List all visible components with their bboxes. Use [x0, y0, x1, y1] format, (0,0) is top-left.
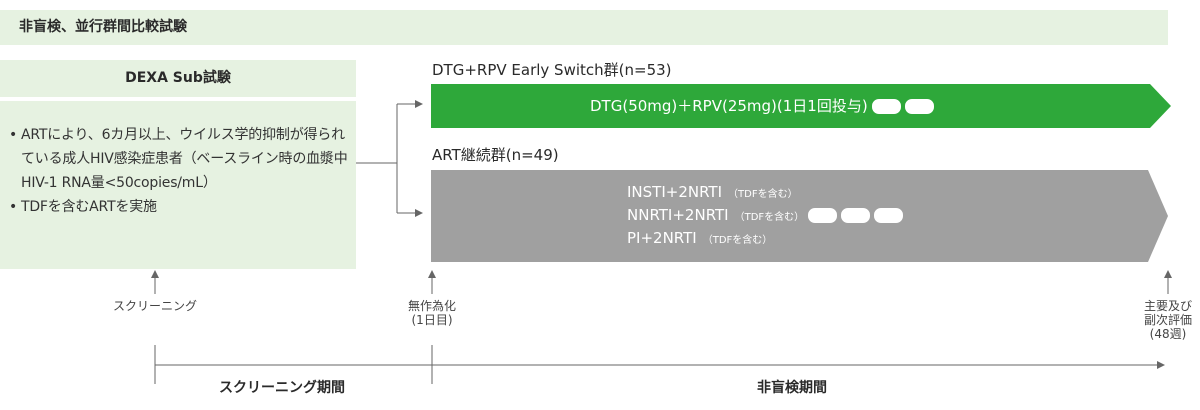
regimen-note: （TDFを含む） [702, 235, 773, 246]
regimen-row: PI+2NRTI （TDFを含む） [627, 228, 903, 251]
randomization-label: 無作為化 (1日目) [392, 299, 472, 327]
continue-arm-arrow [431, 170, 1168, 262]
tablet-icon [871, 99, 901, 114]
regimen-row: INSTI+2NRTI （TDFを含む） [627, 182, 903, 205]
banner-title: 非盲検、並行群間比較試験 [19, 19, 187, 35]
endpoint-label-line: 主要及び [1143, 299, 1192, 313]
substudy-header: DEXA Sub試験 [0, 60, 356, 97]
continue-arm-regimens: INSTI+2NRTI（TDFを含む） NNRTI+2NRTI（TDFを含む） … [627, 182, 904, 251]
switch-arm-arrow [431, 84, 1171, 128]
bullet: • [9, 127, 18, 143]
criteria-item: • TDFを含むARTを実施 [9, 195, 348, 219]
substudy-title: DEXA Sub試験 [125, 70, 231, 86]
regimen-text: PI+2NRTI [627, 229, 697, 247]
regimen-text: INSTI+2NRTI [627, 183, 723, 201]
tablet-icon [904, 99, 934, 114]
bullet: • [9, 199, 18, 215]
switch-arm-regimen: DTG(50mg)＋RPV(25mg)(1日1回投与) [590, 95, 934, 117]
tablet-icon [808, 208, 838, 223]
switch-regimen-text: DTG(50mg)＋RPV(25mg)(1日1回投与) [590, 97, 868, 115]
endpoint-label-line: (48週) [1149, 327, 1187, 341]
criteria-item: • ARTにより、6カ月以上、ウイルス学的抑制が得られている成人HIV感染症患者… [9, 123, 348, 195]
endpoint-label: 主要及び 副次評価 (48週) [1128, 299, 1200, 341]
regimen-row: NNRTI+2NRTI （TDFを含む） [627, 205, 904, 228]
regimen-note: （TDFを含む） [728, 189, 798, 200]
criteria-text: ARTにより、6カ月以上、ウイルス学的抑制が得られている成人HIV感染症患者（ベ… [21, 127, 348, 191]
randomization-label-line: (1日目) [411, 313, 453, 327]
screening-period-label: スクリーニング期間 [219, 380, 345, 396]
inclusion-criteria-box: • ARTにより、6カ月以上、ウイルス学的抑制が得られている成人HIV感染症患者… [0, 101, 356, 269]
regimen-note: （TDFを含む） [734, 212, 805, 223]
criteria-text: TDFを含むARTを実施 [21, 199, 157, 215]
endpoint-label-line: 副次評価 [1143, 313, 1192, 327]
study-design-banner: 非盲検、並行群間比較試験 [0, 10, 1168, 45]
switch-arm-label: DTG+RPV Early Switch群(n=53) [432, 61, 672, 79]
continue-arm-label: ART継続群(n=49) [432, 146, 559, 164]
tablet-icon [874, 208, 904, 223]
open-label-period-label: 非盲検期間 [757, 380, 827, 396]
screening-label: スクリーニング [112, 299, 197, 313]
randomization-label-line: 無作為化 [407, 299, 456, 313]
tablet-icon [841, 208, 871, 223]
regimen-text: NNRTI+2NRTI [627, 206, 729, 224]
